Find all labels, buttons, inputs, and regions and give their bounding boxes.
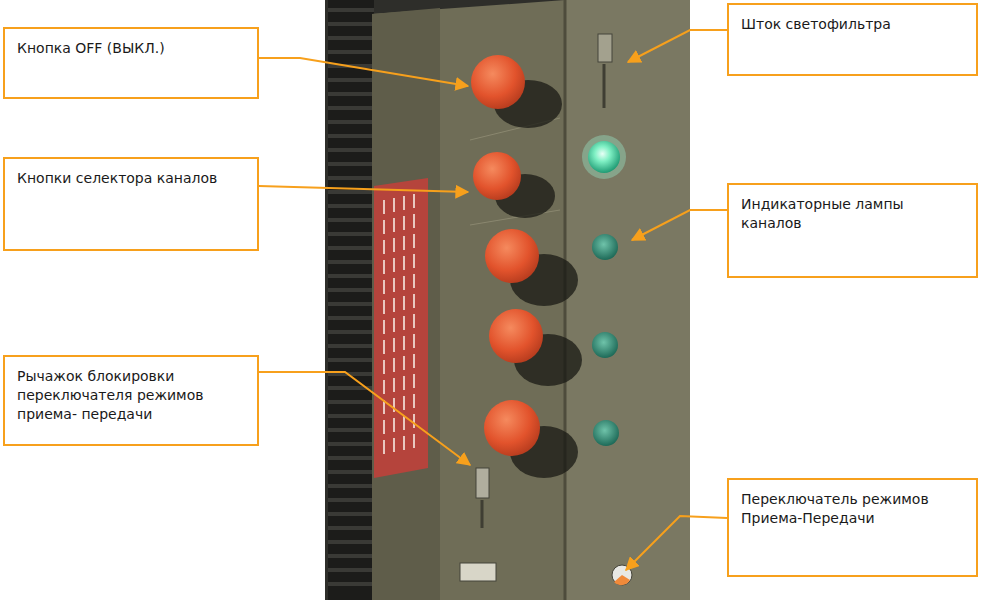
- callout-label: Переключатель режимов Приема-Передачи: [741, 490, 966, 528]
- dimmer-slot: [603, 64, 606, 108]
- lamp-panel: [565, 0, 690, 600]
- callout-box: Кнопка OFF (ВЫКЛ.): [3, 27, 259, 99]
- callout-box: Шток светофильтра: [727, 3, 978, 76]
- callout-label: Индикаторные лампы каналов: [741, 195, 966, 233]
- leader-line: [628, 30, 727, 62]
- callout-label: Шток светофильтра: [741, 15, 966, 34]
- photo-background: [325, 0, 690, 600]
- radio-housing: [372, 0, 690, 600]
- leader-line: [632, 210, 727, 240]
- leader-line: [626, 516, 727, 570]
- data-plate: [374, 178, 428, 478]
- bottom-slider: [460, 563, 496, 581]
- leader-line: [259, 372, 470, 465]
- leader-line: [259, 186, 468, 192]
- callout-label: Рычажок блокировки переключателя режимов…: [17, 367, 247, 424]
- callout-box: Индикаторные лампы каналов: [727, 183, 978, 278]
- callout-box: Рычажок блокировки переключателя режимов…: [3, 355, 259, 446]
- leader-lines: [259, 30, 727, 570]
- channel-knobs: [471, 55, 543, 456]
- cable-bundle: [328, 0, 374, 600]
- tr-switch-mark: [614, 575, 630, 585]
- dimmer-rod: [598, 34, 612, 62]
- cable-ridges: [328, 10, 374, 584]
- leader-line: [259, 58, 468, 86]
- callout-label: Кнопки селектора каналов: [17, 169, 247, 188]
- lock-lever: [476, 468, 489, 498]
- callout-box: Кнопки селектора каналов: [3, 157, 259, 251]
- channel-lamps: [582, 135, 626, 446]
- housing-side: [372, 8, 440, 600]
- panel-scratch: [470, 118, 560, 225]
- callout-label: Кнопка OFF (ВЫКЛ.): [17, 39, 247, 58]
- lock-slot: [481, 500, 484, 528]
- callout-box: Переключатель режимов Приема-Передачи: [727, 478, 978, 577]
